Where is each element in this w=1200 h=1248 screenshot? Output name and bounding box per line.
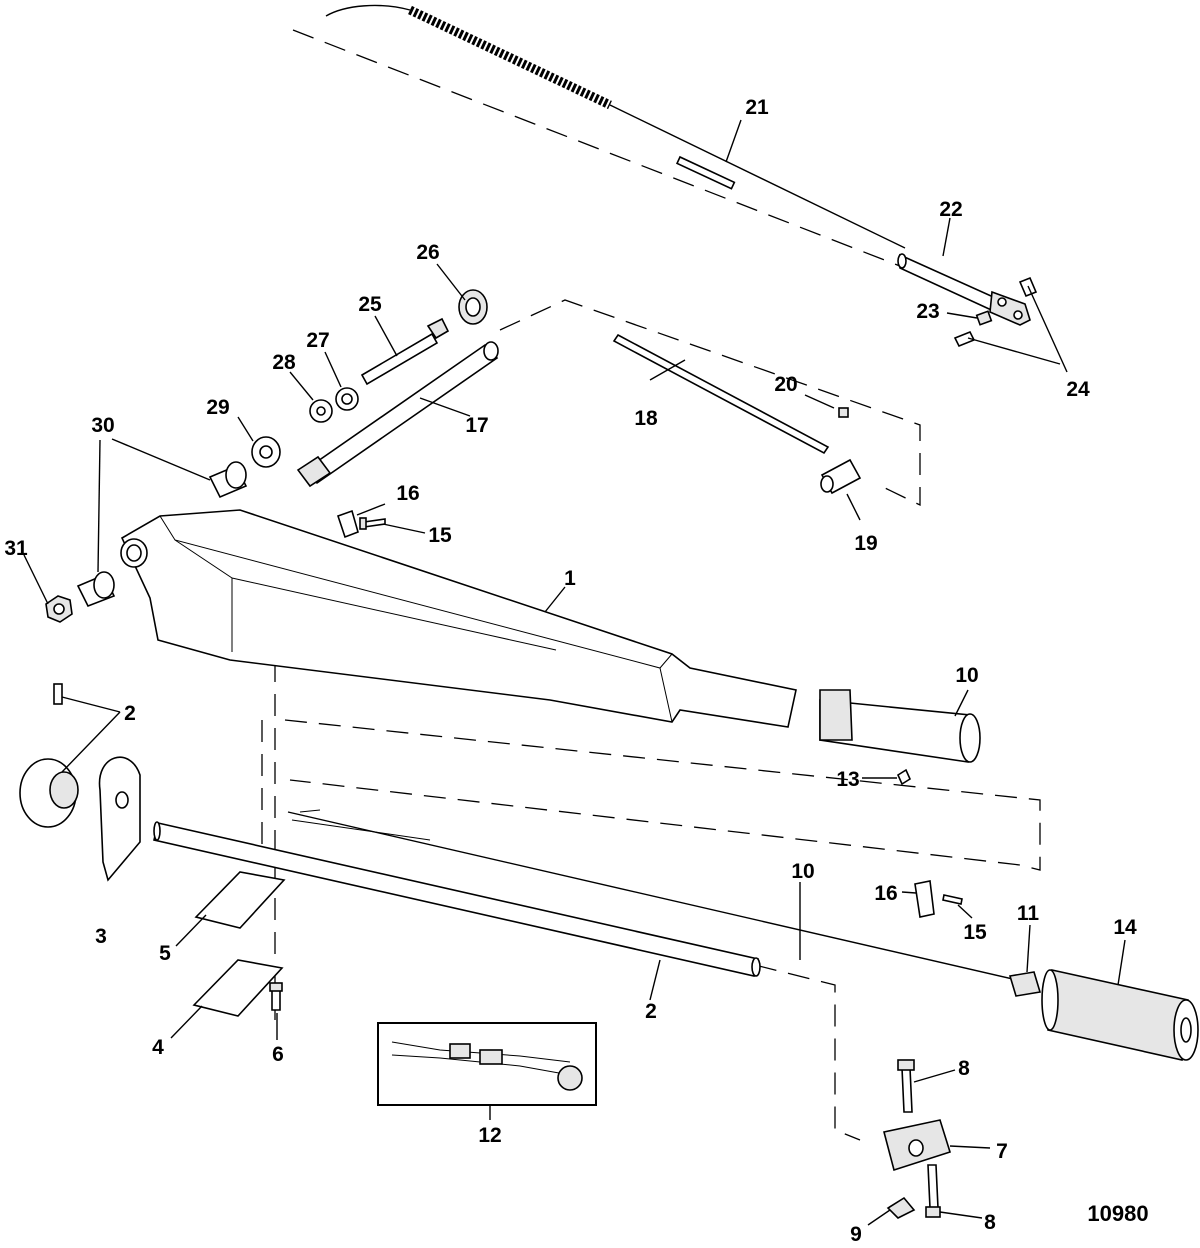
part-12-inset-box xyxy=(377,1022,597,1106)
callout-9: 9 xyxy=(850,1223,862,1246)
callout-18: 18 xyxy=(634,407,658,430)
part-27-washer xyxy=(335,387,359,411)
part-5-plate xyxy=(194,871,286,929)
callout-25: 25 xyxy=(358,293,382,316)
part-25-bolt xyxy=(360,317,450,386)
callout-24: 24 xyxy=(1066,378,1090,401)
part-30-bushing-upper xyxy=(208,461,248,499)
callout-4: 4 xyxy=(152,1036,164,1059)
callout-14: 14 xyxy=(1113,916,1137,939)
part-2-pin xyxy=(53,683,63,705)
callout-30: 30 xyxy=(91,414,114,437)
part-6-screw xyxy=(269,982,283,1011)
part-26-grommet xyxy=(458,289,488,325)
callout-1: 1 xyxy=(564,567,576,590)
part-19-coupler xyxy=(820,458,862,495)
callout-6: 6 xyxy=(272,1043,284,1066)
part-14-throttle-grip xyxy=(1041,969,1199,1061)
figure-number: 10980 xyxy=(1087,1201,1148,1226)
assembly-dashed-lines xyxy=(261,29,1041,1141)
part-8-bolt-upper xyxy=(897,1059,915,1113)
callout-15-upper: 15 xyxy=(428,524,452,547)
leader-lines xyxy=(23,119,1126,1226)
callout-2-lower: 2 xyxy=(645,1000,657,1023)
callout-16-upper: 16 xyxy=(396,482,419,505)
callout-17: 17 xyxy=(465,414,488,437)
part-11-nut xyxy=(1008,971,1042,997)
callout-23: 23 xyxy=(916,300,939,323)
callout-16-lower: 16 xyxy=(874,882,897,905)
part-23-nut xyxy=(975,310,993,326)
callout-12: 12 xyxy=(478,1124,501,1147)
callout-2-upper: 2 xyxy=(124,702,136,725)
part-10-cable xyxy=(287,809,1031,984)
part-2-tube xyxy=(153,821,761,977)
part-22-rod-end xyxy=(897,253,1031,326)
part-29-washer xyxy=(251,436,281,468)
part-7-clamp xyxy=(883,1119,952,1172)
callout-19: 19 xyxy=(854,532,877,555)
callout-labels: 1 2 2 3 4 5 6 7 8 8 9 10 10 11 12 13 14 … xyxy=(4,96,1137,1246)
callout-8-upper: 8 xyxy=(958,1057,970,1080)
part-4-plate xyxy=(192,959,284,1017)
callout-10-upper: 10 xyxy=(955,664,978,687)
callout-20: 20 xyxy=(774,373,797,396)
callout-7: 7 xyxy=(996,1140,1008,1163)
part-16-clip-upper xyxy=(336,509,359,539)
part-3-bracket xyxy=(98,756,141,882)
callout-26: 26 xyxy=(416,241,439,264)
part-10-grip xyxy=(819,689,981,763)
callout-11: 11 xyxy=(1017,902,1040,925)
callout-28: 28 xyxy=(272,351,296,374)
callout-22: 22 xyxy=(939,198,962,221)
part-2-friction-disc xyxy=(19,758,79,828)
part-1-tiller-handle xyxy=(120,509,797,728)
callout-29: 29 xyxy=(206,396,229,419)
part-21-cable-rod xyxy=(325,4,906,249)
part-20-setscrew xyxy=(838,407,849,418)
part-8-bolt-lower xyxy=(925,1164,941,1218)
callout-21: 21 xyxy=(745,96,769,119)
part-18-rod xyxy=(612,333,830,455)
callout-31: 31 xyxy=(4,537,28,560)
part-30-bushing-lower xyxy=(76,571,116,608)
part-13-screw xyxy=(896,768,912,786)
part-15-screw-lower xyxy=(942,894,963,905)
part-31-nut xyxy=(45,595,73,623)
part-9-wingnut xyxy=(886,1196,916,1219)
callout-13: 13 xyxy=(836,768,859,791)
callout-15-lower: 15 xyxy=(963,921,987,944)
callout-5: 5 xyxy=(159,942,171,965)
callout-8-lower: 8 xyxy=(984,1211,996,1234)
callout-27: 27 xyxy=(306,329,329,352)
callout-10-lower: 10 xyxy=(791,860,814,883)
part-16-clip-lower xyxy=(914,880,935,918)
part-17-shaft xyxy=(296,341,499,488)
part-28-washer xyxy=(309,399,333,423)
callout-3: 3 xyxy=(95,925,107,948)
part-15-screw-upper xyxy=(359,517,386,530)
